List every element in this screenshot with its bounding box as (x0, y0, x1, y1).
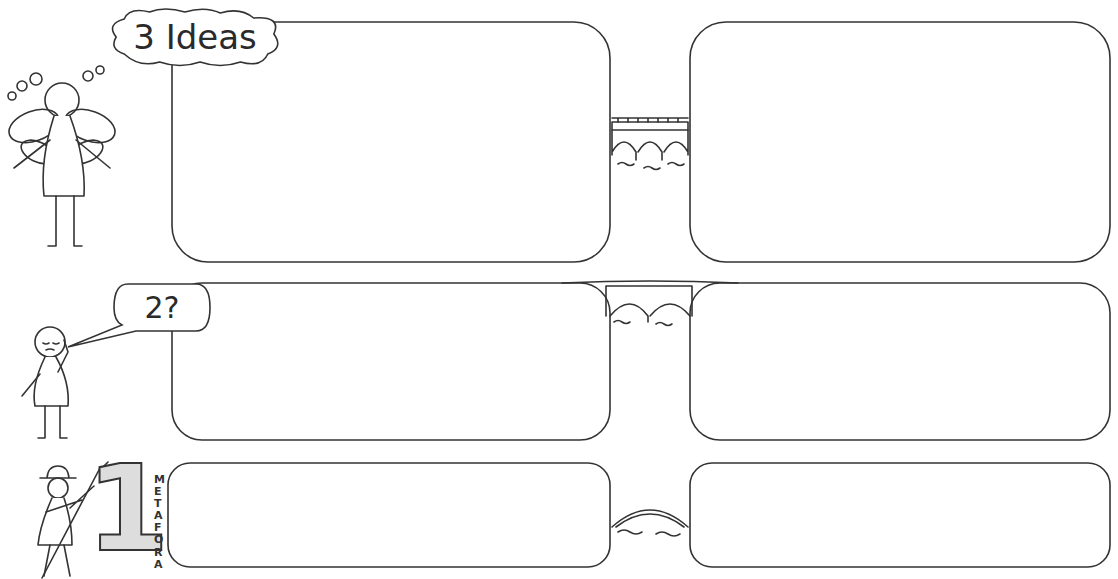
bridge-icon (612, 118, 688, 170)
node-text: 2? (144, 290, 179, 325)
speech-bubble-path (68, 284, 210, 347)
thought-cloud-path (113, 9, 278, 66)
empty-box (690, 22, 1110, 262)
thinking-figure (22, 327, 68, 438)
empty-box (690, 283, 1110, 440)
thought-cloud: 3 Ideas (104, 4, 286, 70)
empty-box (172, 283, 610, 440)
speech-bubble: 2? (112, 282, 212, 333)
vertical-word: METAFORA (154, 474, 162, 571)
node-text: 3 Ideas (133, 17, 257, 57)
empty-box (690, 463, 1110, 567)
bridge-icon (562, 281, 738, 326)
fairy-figure (4, 66, 119, 246)
bridge-icon (612, 510, 688, 536)
empty-box (168, 463, 610, 567)
